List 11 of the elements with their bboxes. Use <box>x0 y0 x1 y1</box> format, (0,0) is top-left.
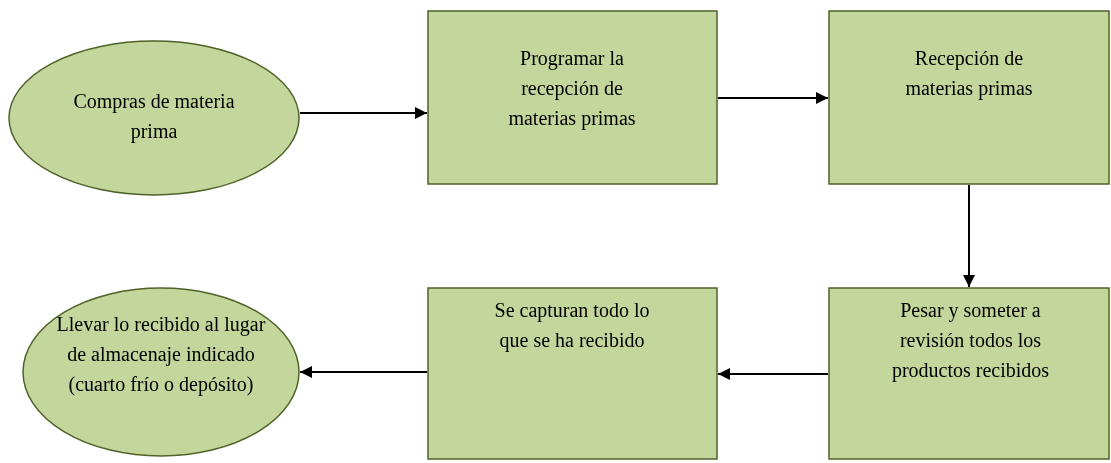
node-label: Llevar lo recibido al lugar de almacenaje indicado (cuarto frío o depósito) <box>55 312 267 398</box>
node-label: Compras de materia prima <box>72 89 236 145</box>
node-label: Pesar y someter a revisión todos los productos recibidos <box>890 298 1051 384</box>
arrow <box>963 184 975 288</box>
arrow <box>299 107 428 119</box>
arrow <box>717 368 829 380</box>
arrow <box>299 366 428 378</box>
node-label: Se capturan todo lo que se ha recibido <box>493 298 651 354</box>
arrow <box>717 92 829 104</box>
node-label: Programar la recepción de materias primas <box>507 46 637 132</box>
node-label: Recepción de materias primas <box>904 46 1034 102</box>
